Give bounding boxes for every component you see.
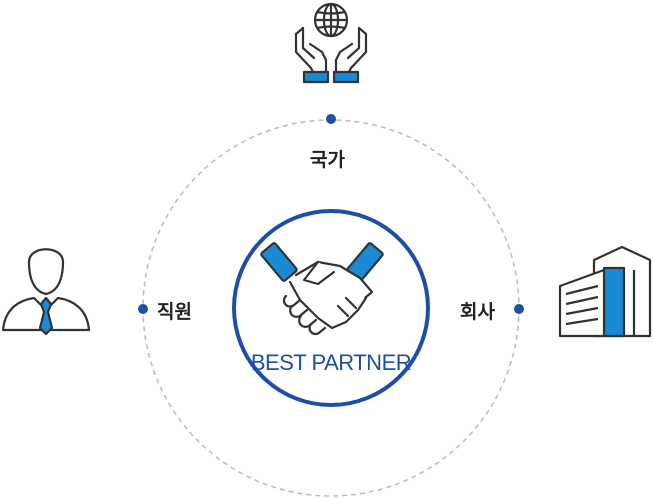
handshake-icon xyxy=(260,242,384,336)
top-node-dot xyxy=(326,114,336,124)
center-title: BEST PARTNER xyxy=(250,350,412,375)
globe-hands-icon xyxy=(294,2,368,84)
left-node-label: 직원 xyxy=(157,301,192,323)
right-node-label: 회사 xyxy=(460,301,495,323)
right-node-dot xyxy=(514,304,524,314)
left-node-dot xyxy=(138,304,148,314)
building-icon xyxy=(558,245,652,338)
top-node-label: 국가 xyxy=(310,149,345,171)
employee-icon xyxy=(1,248,91,336)
center-circle xyxy=(232,209,430,407)
